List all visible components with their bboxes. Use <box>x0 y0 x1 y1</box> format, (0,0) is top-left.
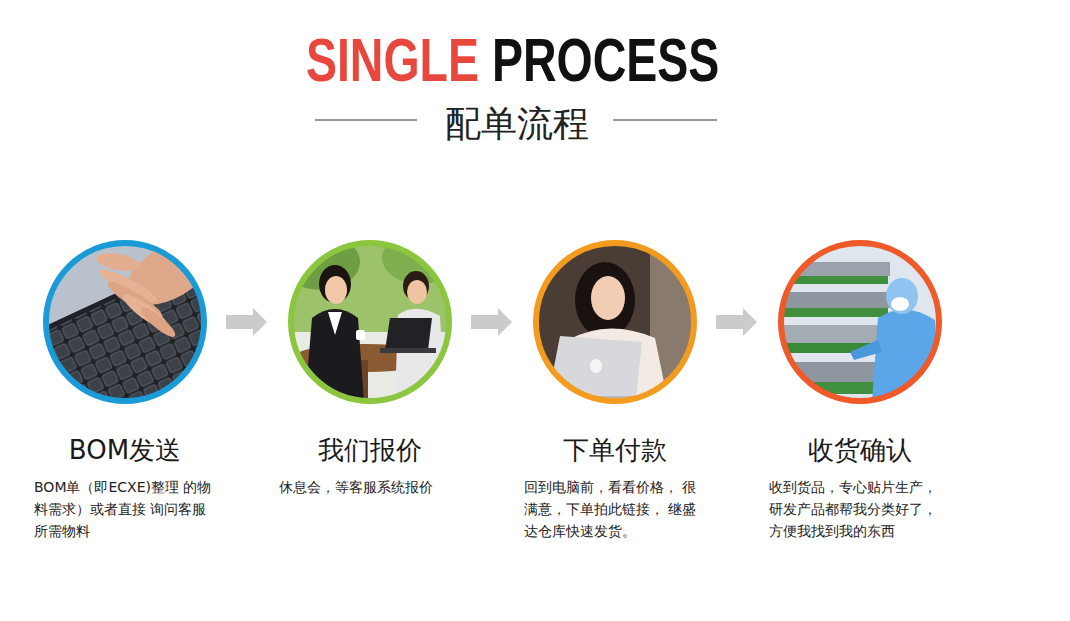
step-ring <box>536 243 694 401</box>
page-title: SINGLE PROCESS <box>306 29 719 91</box>
keyboard-photo <box>8 225 276 452</box>
step-description: 收到货品，专心贴片生产， 研发产品都帮我分类好了， 方便我找到我的东西 <box>769 476 951 542</box>
process-step: BOM发送 BOM单（即ECXE)整理 的物料需求）或者直接 询问客服所需物料 <box>25 238 225 542</box>
flow-arrow <box>716 308 757 336</box>
process-step: 我们报价休息会，等客服系统报价 <box>270 238 470 498</box>
step-ring <box>291 243 449 401</box>
office-photo <box>280 232 458 405</box>
title-rule <box>613 120 717 121</box>
flow-arrow <box>471 308 512 336</box>
step-heading: 收货确认 <box>760 434 960 466</box>
step-ring <box>781 243 939 401</box>
factory-photo <box>780 242 940 402</box>
step-heading: 我们报价 <box>270 434 470 466</box>
subtitle: 配单流程 <box>445 102 589 145</box>
process-step: 下单付款回到电脑前，看看价格， 很满意，下单拍此链接， 继盛达仓库快速发货。 <box>515 238 715 542</box>
laptop-photo <box>530 242 700 404</box>
title-rule <box>315 120 417 121</box>
process-step: 收货确认收到货品，专心贴片生产， 研发产品都帮我分类好了， 方便我找到我的东西 <box>760 238 960 542</box>
flow-arrow <box>226 308 267 336</box>
step-description: 休息会，等客服系统报价 <box>279 476 461 498</box>
step-ring <box>46 243 204 401</box>
step-description: 回到电脑前，看看价格， 很满意，下单拍此链接， 继盛达仓库快速发货。 <box>524 476 706 542</box>
step-heading: 下单付款 <box>515 434 715 466</box>
step-description: BOM单（即ECXE)整理 的物料需求）或者直接 询问客服所需物料 <box>34 476 216 542</box>
step-heading: BOM发送 <box>25 434 225 466</box>
